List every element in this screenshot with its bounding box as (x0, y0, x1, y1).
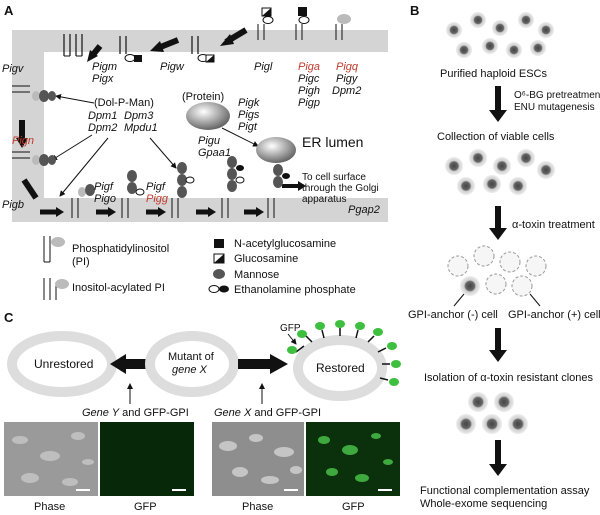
gene-pigp: Pigp (298, 97, 320, 109)
step-isolation: Isolation of α-toxin resistant clones (424, 372, 593, 384)
step-alpha-toxin: α-toxin treatment (512, 219, 595, 231)
legend (43, 236, 229, 300)
caption-phase-1: Phase (34, 501, 65, 513)
gene-x-name: Gene X (214, 407, 252, 419)
caption-gfp-1: GFP (134, 501, 157, 513)
gene-pign: Pign (12, 135, 34, 147)
resistant-clone-cluster (456, 392, 528, 434)
gfp-image-restored (306, 422, 400, 496)
attached-protein (256, 137, 296, 163)
phase-image-restored (212, 422, 304, 496)
legend-inositol-pi: Inositol-acylated PI (72, 282, 165, 294)
legend-mannose: Mannose (234, 269, 279, 281)
gene-pigs: Pigs (238, 109, 260, 121)
gene-pigv: Pigv (2, 63, 25, 75)
phase-texture-2 (219, 434, 302, 484)
gene-pigg: Pigg (146, 193, 169, 205)
gene-pigu: Pigu (198, 135, 220, 147)
gene-pigf2: Pigf (146, 181, 166, 193)
cell-surface-line2: through the Golgi (302, 183, 379, 194)
viable-cell-cluster (445, 149, 555, 195)
step-o6bg: O⁶-BG pretreatment (514, 90, 600, 101)
legend-glucosamine: Glucosamine (234, 253, 298, 265)
legend-pi-line1: Phosphatidylinositol (72, 243, 169, 255)
er-membrane-band (12, 30, 388, 222)
gene-pigc: Pigc (298, 73, 320, 85)
gene-pigm: Pigm (92, 61, 117, 73)
bottom-row-intermediates (71, 156, 290, 218)
gene-pigo: Pigo (94, 193, 116, 205)
label-gpi-pos: GPI-anchor (+) cell (508, 309, 600, 321)
gene-piga: Piga (298, 61, 320, 73)
gfp-anchors (287, 320, 401, 386)
bottom-flow-arrows (40, 207, 264, 217)
gene-pigx: Pigx (92, 73, 114, 85)
gene-dpm1: Dpm1 (88, 110, 117, 122)
gene-pigq: Pigq (336, 61, 359, 73)
gene-pigf1: Pigf (94, 181, 114, 193)
gene-x-rest: and GFP-GPI (251, 407, 321, 419)
cell-surface-line3: apparatus (302, 194, 346, 205)
step-complementation: Functional complementation assay (420, 485, 590, 497)
gene-dpm3: Dpm3 (124, 110, 154, 122)
left-side-anchors (12, 85, 56, 200)
gfp-signal (318, 433, 393, 482)
caption-phase-2: Phase (242, 501, 273, 513)
gene-x-transfection: Gene X and GFP-GPI (214, 407, 321, 419)
gfp-callout-arrow (287, 333, 297, 345)
top-flow-arrows (87, 27, 248, 62)
neg-cell-pointer (453, 293, 465, 307)
gene-dpm2: Dpm2 (88, 122, 117, 134)
mutant-cell (145, 331, 239, 397)
gene-pigh: Pigh (298, 85, 320, 97)
legend-glcnac: N-acetylglucosamine (234, 238, 336, 250)
gene-pigy: Pigy (336, 73, 359, 85)
caption-gfp-2: GFP (342, 501, 365, 513)
mutant-line1: Mutant of (168, 351, 215, 363)
legend-pi-line2: (PI) (72, 256, 90, 268)
pos-cell-pointer (529, 293, 541, 307)
haploid-esc-cluster (446, 12, 554, 58)
step-purified-escs: Purified haploid ESCs (440, 68, 548, 80)
gene-y-name: Gene Y (82, 407, 120, 419)
gfp-image-unrestored (100, 422, 194, 496)
gene-pigb: Pigb (2, 199, 24, 211)
protein-blob (186, 102, 230, 130)
gfp-callout: GFP (280, 323, 301, 334)
panel-b-label: B (410, 3, 419, 18)
step-exome: Whole-exome sequencing (420, 498, 547, 510)
gene-pigl: Pigl (254, 61, 273, 73)
gene-pigk: Pigk (238, 97, 260, 109)
restored-label: Restored (316, 361, 365, 375)
top-membrane-anchors (63, 7, 351, 63)
unrestored-label: Unrestored (34, 357, 93, 371)
gene-pigt: Pigt (238, 121, 258, 133)
toxin-cell-cluster (447, 245, 547, 297)
panel-c-label: C (4, 310, 14, 325)
protein-label: (Protein) (182, 91, 224, 103)
cell-surface-line1: To cell surface (302, 172, 366, 183)
dol-p-man-lines (51, 93, 177, 197)
gene-dpm2-top: Dpm2 (332, 85, 361, 97)
label-gpi-neg: GPI-anchor (-) cell (408, 309, 498, 321)
gene-y-transfection: Gene Y and GFP-GPI (82, 407, 189, 419)
dol-p-man-label: (Dol-P-Man) (94, 97, 154, 109)
er-lumen-label: ER lumen (302, 134, 363, 150)
gene-y-rest: and GFP-GPI (119, 407, 189, 419)
legend-etnp: Ethanolamine phosphate (234, 284, 356, 296)
gene-pgap2: Pgap2 (348, 204, 380, 216)
mutant-line2: gene X (172, 364, 208, 376)
step-collection: Collection of viable cells (437, 131, 555, 143)
gene-gpaa1: Gpaa1 (198, 147, 231, 159)
step-enu: ENU mutagenesis (514, 102, 595, 113)
panel-a-label: A (4, 3, 14, 18)
protein-arrow (221, 127, 259, 147)
phase-texture-1 (12, 432, 94, 486)
restored-cell (293, 335, 387, 401)
gene-mpdu1: Mpdu1 (124, 122, 158, 134)
gene-pigw: Pigw (160, 61, 185, 73)
